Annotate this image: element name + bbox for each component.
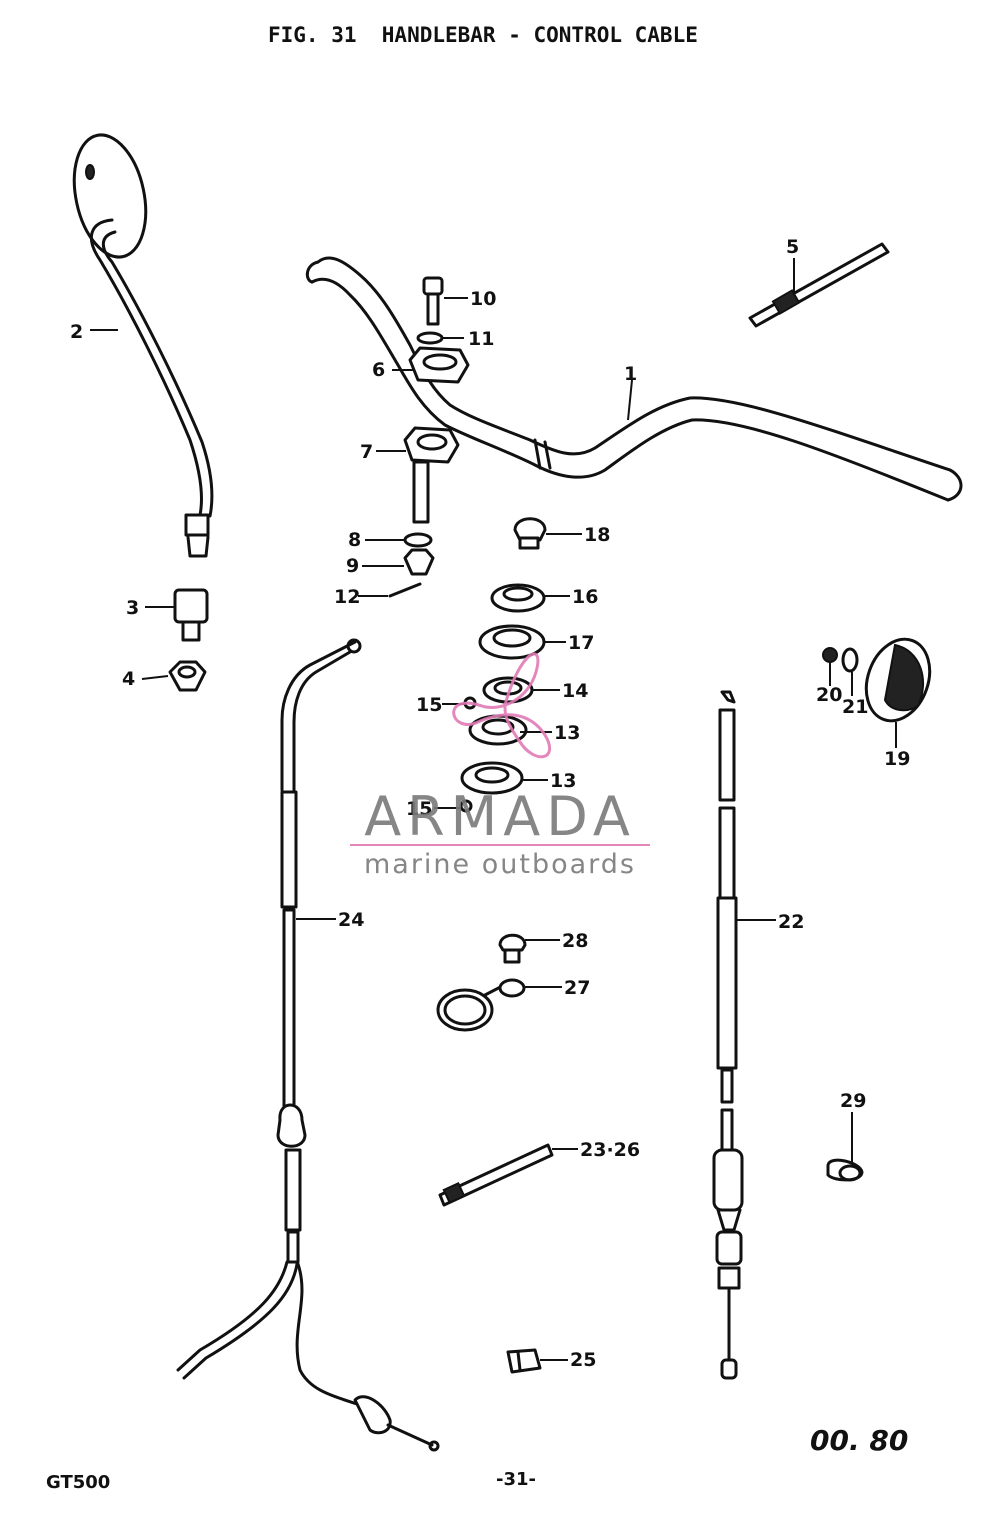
callout-6: 6 xyxy=(372,359,385,381)
callout-27: 27 xyxy=(564,977,590,999)
part-16-steering-nut xyxy=(490,583,546,613)
part-1-handlebar xyxy=(305,256,963,502)
callout-1: 1 xyxy=(624,363,637,385)
part-15-ball-lower xyxy=(459,799,473,813)
callout-labels: 1 2 3 4 5 6 7 8 9 10 11 12 13 13 14 15 1… xyxy=(70,236,910,1371)
callout-20: 20 xyxy=(816,684,842,706)
revision-code: 00. 80 xyxy=(810,1424,908,1457)
callout-22: 22 xyxy=(778,911,804,933)
watermark: ARMADA marine outboards xyxy=(350,652,650,880)
part-3-adapter xyxy=(173,588,209,642)
callout-25: 25 xyxy=(570,1349,596,1371)
page-number: -31- xyxy=(496,1469,536,1490)
callout-7: 7 xyxy=(360,441,373,463)
watermark-brand: ARMADA xyxy=(364,785,636,848)
part-5-adjuster xyxy=(748,242,890,328)
part-18-cap xyxy=(513,517,547,550)
callout-23-26: 23·26 xyxy=(580,1139,640,1161)
part-25-clip xyxy=(506,1348,542,1374)
model-label: GT500 xyxy=(46,1472,110,1493)
part-28-screw xyxy=(498,933,527,964)
part-24-cable xyxy=(176,638,440,1452)
callout-13-lower: 13 xyxy=(550,770,576,792)
part-6-clamp-upper xyxy=(408,346,470,384)
part-11-washer xyxy=(416,331,444,345)
part-23-26-adjuster xyxy=(438,1143,554,1207)
part-7-clamp-lower xyxy=(403,426,460,464)
callout-19: 19 xyxy=(884,748,910,770)
part-12-pin xyxy=(388,582,422,598)
callout-10: 10 xyxy=(470,288,496,310)
part-9-nut xyxy=(403,548,435,576)
callout-5: 5 xyxy=(786,236,799,258)
part-20-screw xyxy=(822,647,838,663)
callout-8: 8 xyxy=(348,529,361,551)
callout-24: 24 xyxy=(338,909,364,931)
part-22-cable xyxy=(712,690,744,1380)
watermark-tagline: marine outboards xyxy=(364,849,636,880)
part-13-race-upper xyxy=(468,714,528,746)
callout-12: 12 xyxy=(334,586,360,608)
part-19-cover xyxy=(864,637,932,723)
callout-17: 17 xyxy=(568,632,594,654)
callout-16: 16 xyxy=(572,586,598,608)
figure-title: FIG. 31 HANDLEBAR - CONTROL CABLE xyxy=(268,23,698,47)
callout-3: 3 xyxy=(126,597,139,619)
part-4-nut xyxy=(168,660,207,692)
callout-28: 28 xyxy=(562,930,588,952)
callout-14: 14 xyxy=(562,680,588,702)
part-10-bolt xyxy=(422,276,444,326)
callout-15-upper: 15 xyxy=(416,694,442,716)
part-2-mirror xyxy=(72,133,214,558)
part-stud xyxy=(412,460,430,524)
leader-lines xyxy=(90,258,897,1361)
watermark-logo-icon xyxy=(452,652,552,759)
callout-9: 9 xyxy=(346,555,359,577)
part-21-washer xyxy=(841,647,859,673)
callout-2: 2 xyxy=(70,321,83,343)
part-29-cap xyxy=(826,1158,864,1182)
callout-18: 18 xyxy=(584,524,610,546)
part-13-race-lower xyxy=(460,761,524,795)
callout-13-upper: 13 xyxy=(554,722,580,744)
callout-21: 21 xyxy=(842,696,868,718)
callout-15-lower: 15 xyxy=(406,798,432,820)
part-27-o-ring xyxy=(436,978,526,1032)
callout-29: 29 xyxy=(840,1090,866,1112)
part-8-washer xyxy=(403,532,433,548)
callout-4: 4 xyxy=(122,668,135,690)
callout-11: 11 xyxy=(468,328,494,350)
